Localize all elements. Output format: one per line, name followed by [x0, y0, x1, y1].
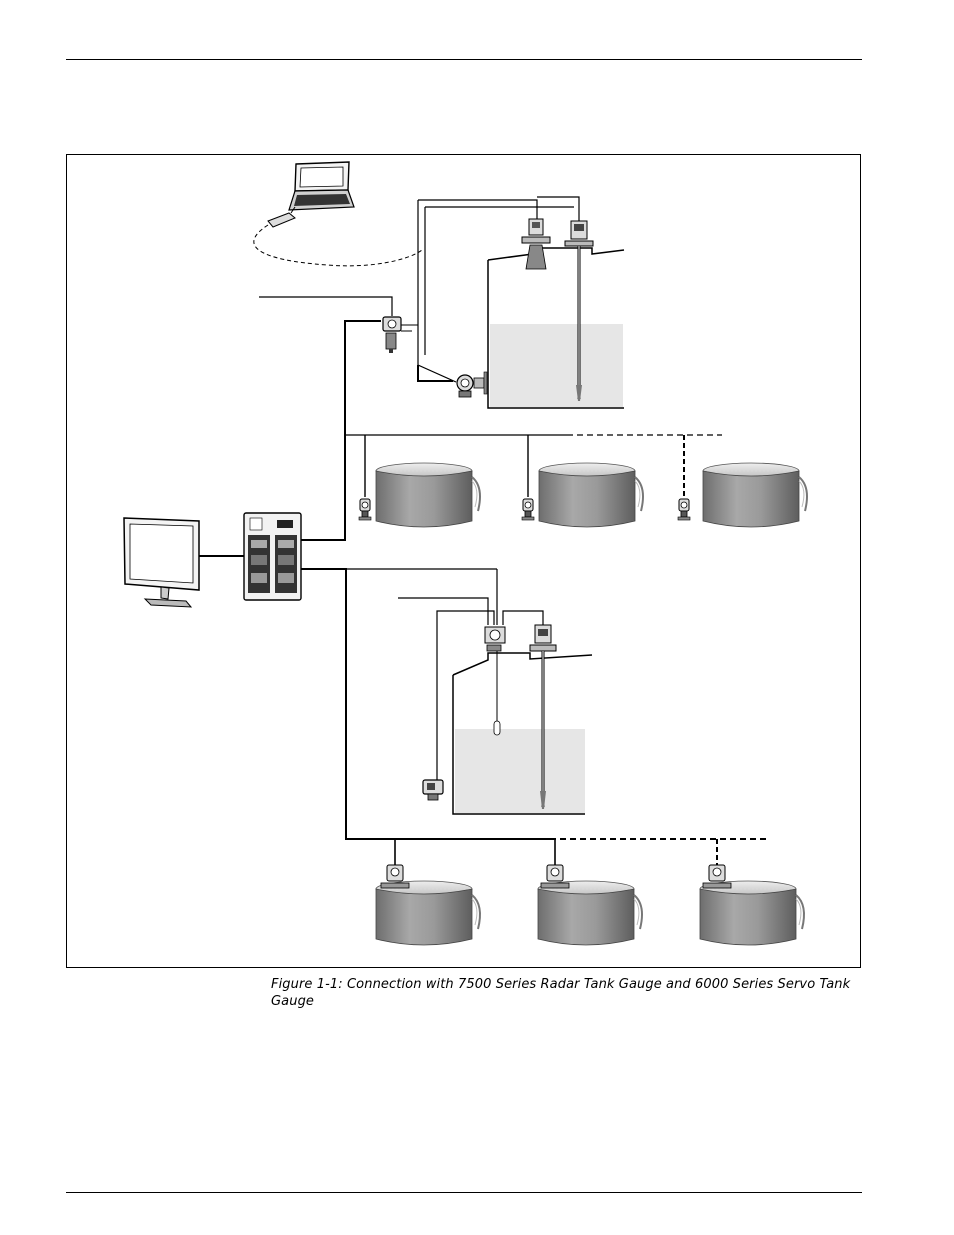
radar-gauge-icon — [702, 864, 732, 889]
usb-modem-icon — [267, 206, 296, 228]
storage-tank-icon — [375, 462, 481, 528]
storage-tank-icon — [537, 880, 643, 946]
storage-tank-icon — [702, 462, 808, 528]
storage-tank-icon — [375, 880, 481, 946]
storage-tank-icon — [699, 880, 805, 946]
radar-gauge-icon — [540, 864, 570, 889]
radar-gauge-icon — [521, 218, 551, 270]
laptop-icon — [288, 161, 355, 211]
servo-gauge-icon — [484, 626, 506, 736]
field-transmitter-icon — [521, 498, 535, 521]
wireless-link — [253, 224, 423, 267]
storage-tank-icon — [538, 462, 644, 528]
field-transmitter-icon — [422, 779, 444, 801]
header-rule — [66, 59, 862, 60]
upper-tank — [487, 247, 625, 409]
pressure-transmitter-icon — [456, 371, 488, 398]
monitor-icon — [123, 517, 200, 608]
field-transmitter-icon — [358, 498, 372, 521]
lower-tank — [452, 652, 593, 815]
connection-diagram — [123, 161, 808, 946]
figure-frame — [66, 154, 861, 968]
servo-gauge-icon — [564, 220, 594, 401]
field-transmitter-icon — [677, 498, 691, 521]
field-transmitter-icon — [382, 316, 402, 353]
footer-rule — [66, 1192, 862, 1193]
tank-hub-icon — [243, 512, 302, 601]
radar-gauge-icon — [529, 624, 557, 809]
figure-caption: Figure 1-1: Connection with 7500 Series … — [271, 977, 851, 1009]
radar-gauge-icon — [380, 864, 410, 889]
